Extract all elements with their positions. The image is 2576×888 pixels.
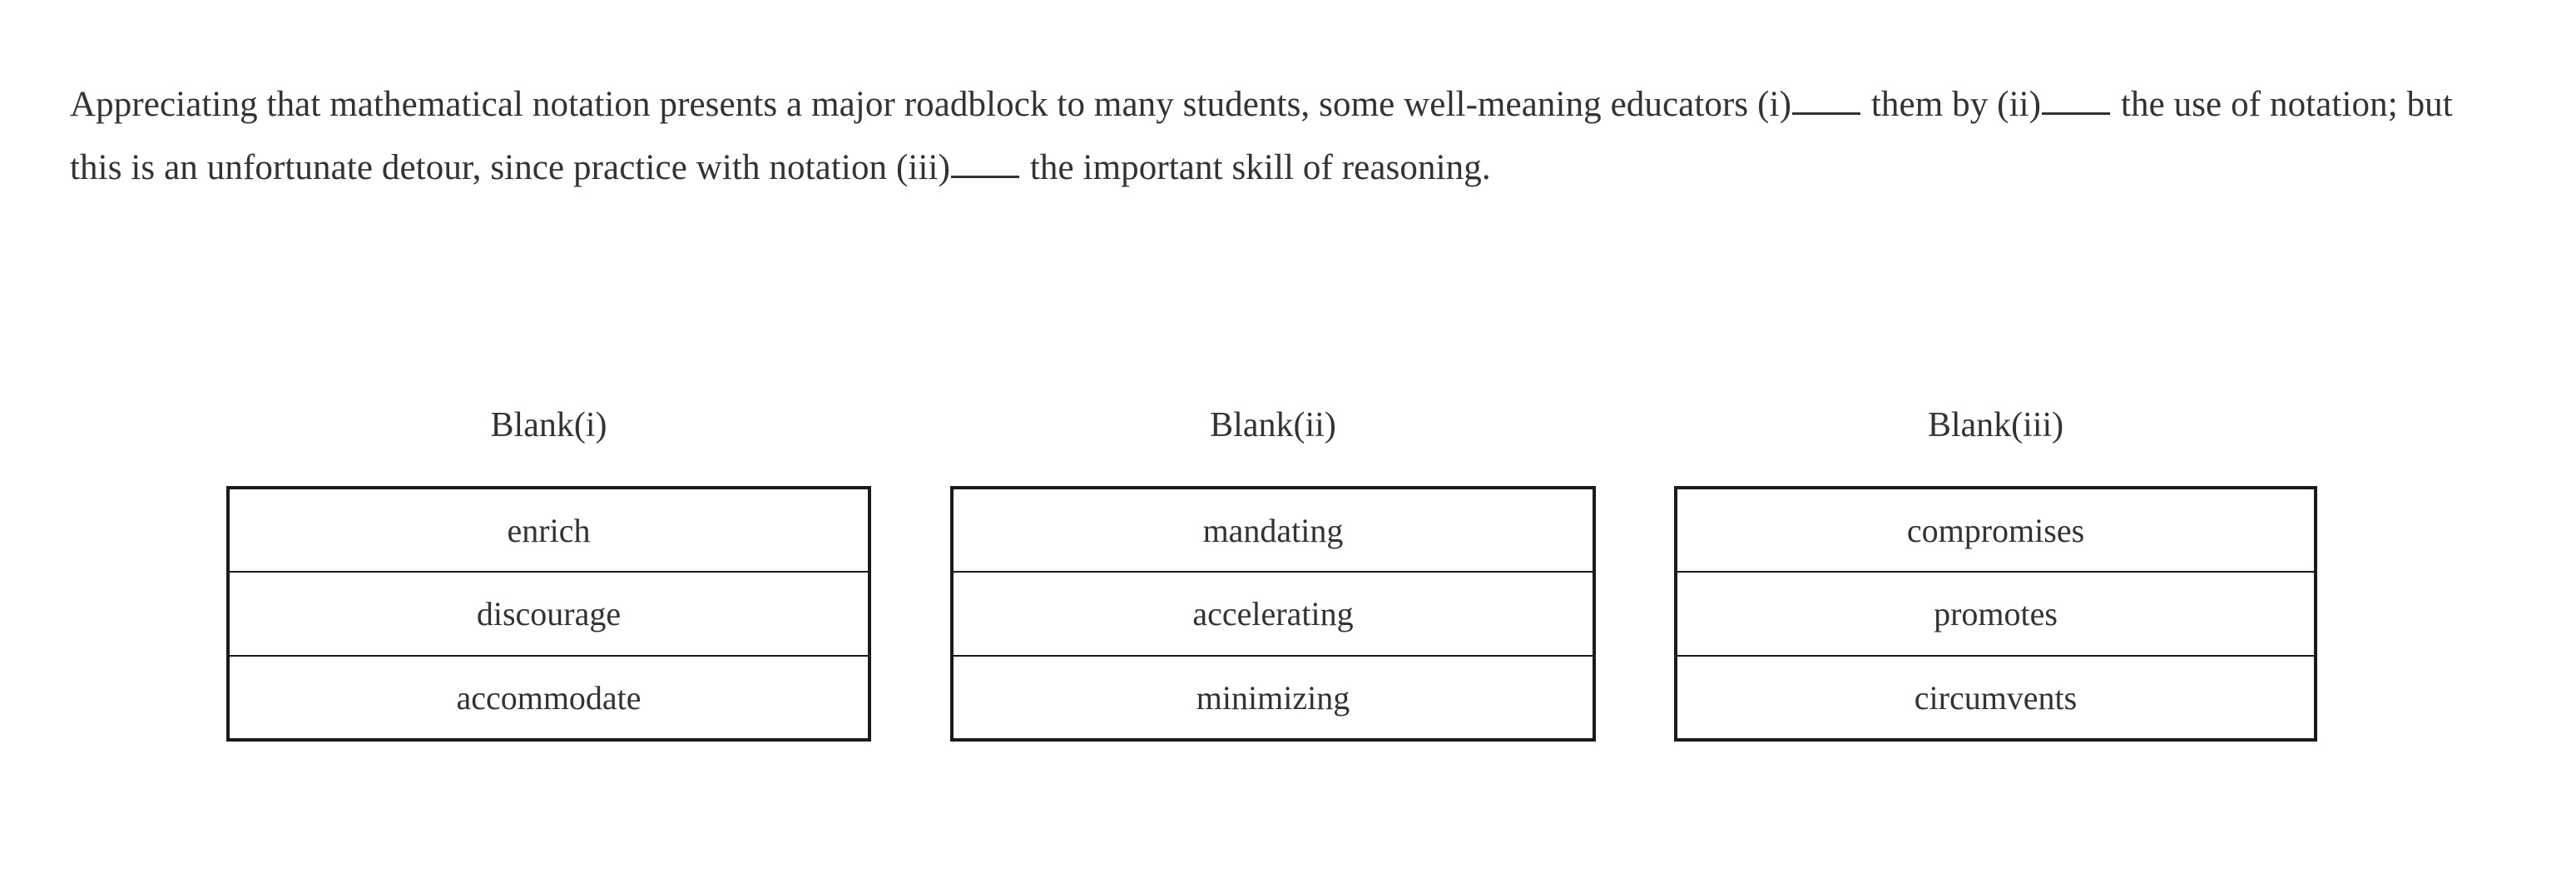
blank-group-i-header: Blank(i) <box>490 406 607 444</box>
blank-group-ii: Blank(ii) mandating accelerating minimiz… <box>950 408 1596 742</box>
table-row[interactable]: enrich <box>228 488 869 573</box>
choice-table-ii: mandating accelerating minimizing <box>950 486 1596 742</box>
passage-text-3: the use of notation; but this is an unfo… <box>70 85 2453 187</box>
table-row[interactable]: accommodate <box>228 655 869 740</box>
blank-ii-underline <box>2042 87 2111 115</box>
choice-i-2[interactable]: discourage <box>228 571 869 657</box>
table-row[interactable]: discourage <box>228 571 869 657</box>
table-row[interactable]: minimizing <box>952 655 1594 740</box>
choice-ii-1[interactable]: mandating <box>952 488 1594 573</box>
blank-i-underline <box>1792 87 1861 115</box>
blank-marker-ii: (ii) <box>1997 85 2042 124</box>
choice-table-iii: compromises promotes circumvents <box>1674 486 2317 742</box>
passage-text-4: the important skill of reasoning. <box>1021 148 1491 187</box>
choice-i-1[interactable]: enrich <box>228 488 869 573</box>
blank-group-ii-header: Blank(ii) <box>1210 406 1336 444</box>
choice-ii-3[interactable]: minimizing <box>952 655 1594 740</box>
blank-group-iii: Blank(iii) compromises promotes circumve… <box>1674 408 2317 742</box>
choice-ii-2[interactable]: accelerating <box>952 571 1594 657</box>
blank-marker-iii-wrapper: (iii) <box>896 148 1021 187</box>
table-row[interactable]: circumvents <box>1676 655 2316 740</box>
blank-marker-i-wrapper: (i) <box>1757 85 1862 124</box>
table-row[interactable]: accelerating <box>952 571 1594 657</box>
blank-marker-i: (i) <box>1757 85 1792 124</box>
choice-table-i: enrich discourage accommodate <box>226 486 871 742</box>
passage-text-1: Appreciating that mathematical notation … <box>70 85 1758 124</box>
passage-text-2: them by <box>1862 85 1998 124</box>
blank-marker-ii-wrapper: (ii) <box>1997 85 2112 124</box>
blank-group-iii-header: Blank(iii) <box>1927 406 2064 444</box>
blank-group-i: Blank(i) enrich discourage accommodate <box>226 408 871 742</box>
table-row[interactable]: promotes <box>1676 571 2316 657</box>
table-row[interactable]: compromises <box>1676 488 2316 573</box>
choice-i-3[interactable]: accommodate <box>228 655 869 740</box>
choice-iii-3[interactable]: circumvents <box>1676 655 2316 740</box>
blank-iii-underline <box>951 151 1019 178</box>
blank-marker-iii: (iii) <box>896 148 950 187</box>
table-row[interactable]: mandating <box>952 488 1594 573</box>
question-passage: Appreciating that mathematical notation … <box>70 73 2499 200</box>
choice-iii-2[interactable]: promotes <box>1676 571 2316 657</box>
choice-iii-1[interactable]: compromises <box>1676 488 2316 573</box>
